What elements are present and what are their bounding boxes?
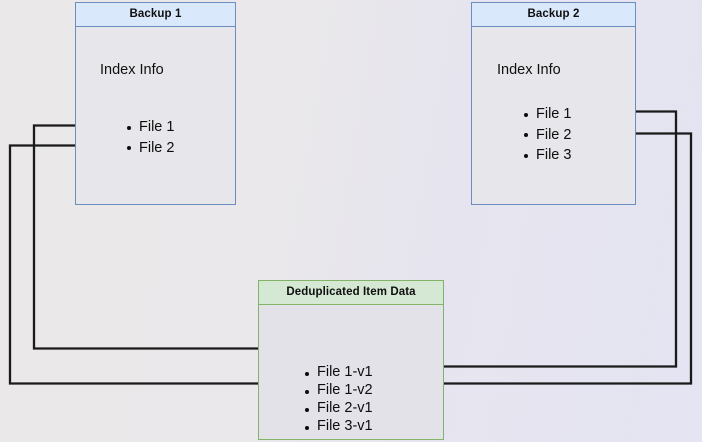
node-deduplicated-item-data-title: Deduplicated Item Data — [259, 281, 443, 305]
backup-2-index-info-label: Index Info — [497, 62, 561, 78]
backup-2-file-list: File 1 File 2 File 3 — [523, 104, 571, 166]
node-backup-1-title: Backup 1 — [76, 3, 235, 27]
list-item[interactable]: File 1 — [523, 104, 571, 125]
node-deduplicated-item-data[interactable]: Deduplicated Item Data File 1-v1 File 1-… — [258, 280, 444, 440]
list-item[interactable]: File 1-v2 — [304, 381, 373, 399]
list-item[interactable]: File 1-v1 — [304, 363, 373, 381]
dedup-item-list: File 1-v1 File 1-v2 File 2-v1 File 3-v1 — [304, 363, 373, 435]
list-item[interactable]: File 3-v1 — [304, 417, 373, 435]
node-backup-2-body: Index Info File 1 File 2 File 3 — [472, 27, 635, 204]
list-item[interactable]: File 1 — [126, 117, 174, 138]
node-deduplicated-item-data-body: File 1-v1 File 1-v2 File 2-v1 File 3-v1 — [259, 305, 443, 439]
node-backup-1-body: Index Info File 1 File 2 — [76, 27, 235, 204]
node-backup-1[interactable]: Backup 1 Index Info File 1 File 2 — [75, 2, 236, 205]
node-backup-2[interactable]: Backup 2 Index Info File 1 File 2 File 3 — [471, 2, 636, 205]
list-item[interactable]: File 3 — [523, 145, 571, 166]
backup-1-file-list: File 1 File 2 — [126, 117, 174, 158]
list-item[interactable]: File 2 — [126, 138, 174, 159]
node-backup-2-title: Backup 2 — [472, 3, 635, 27]
list-item[interactable]: File 2-v1 — [304, 399, 373, 417]
list-item[interactable]: File 2 — [523, 125, 571, 146]
backup-1-index-info-label: Index Info — [100, 62, 164, 78]
